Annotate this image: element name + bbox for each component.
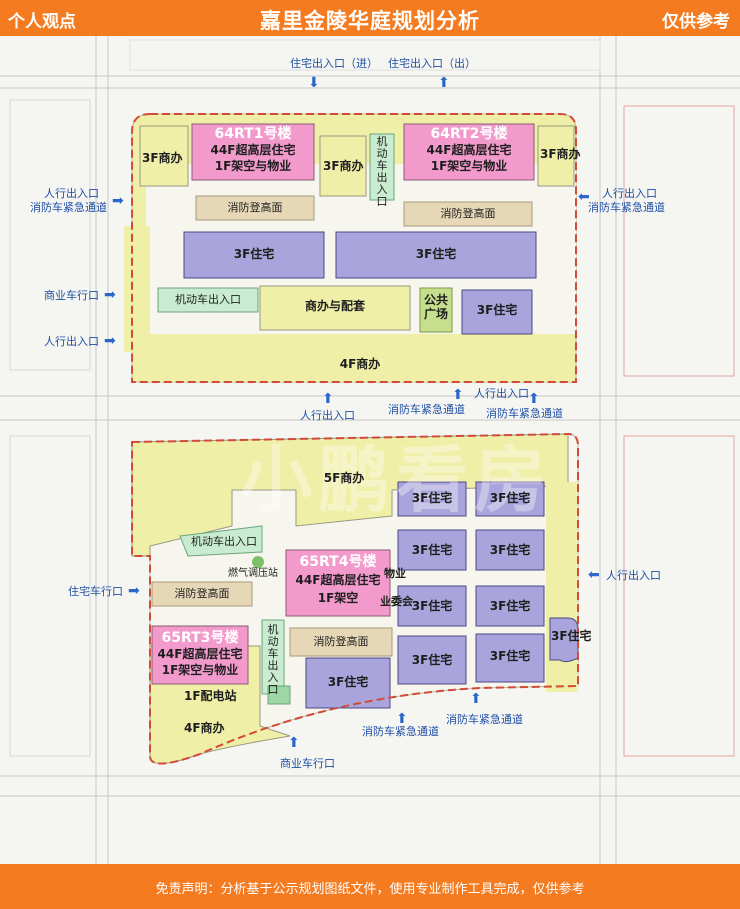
label-fire-mid2: 消防车紧急通道 [486,407,563,420]
label-south-res-bottom: 3F住宅 [327,675,369,689]
label-north-comm-bottom: 4F商办 [339,357,381,371]
label-res-grid-7: 3F住宅 [411,653,453,667]
label-fire-s2: 消防车紧急通道 [362,725,439,738]
label-res-corner: 3F住宅 [551,629,592,643]
label-commerce-support: 商办与配套 [304,299,365,313]
label-comm-left: 3F商办 [142,151,183,165]
label-south-vehicle-entrance: 机动车出入口 [191,535,257,548]
footer-bar: 免责声明：分析基于公示规划图纸文件，使用专业制作工具完成，仅供参考 [0,864,740,909]
tower2-line1: 44F超高层住宅 [426,143,512,157]
tower1-line1: 44F超高层住宅 [210,143,296,157]
label-comm-exit-left: 商业车行口 [44,289,99,302]
label-ped-right-s: 人行出入口 [606,569,661,582]
arrow-up-icon: ⬆ [528,391,540,407]
label-south-vehicle-gate: 机动车出入口 [267,623,279,696]
label-south-fire-left: 消防登高面 [174,587,230,600]
arrow-up-icon: ⬆ [438,75,450,91]
tower1-line2: 1F架空与物业 [214,159,292,173]
header-left-label: 个人观点 [8,12,76,32]
label-north-res-mid: 3F住宅 [415,247,457,261]
label-owners-committee: 业委会 [380,595,413,608]
arrow-right-icon: ➡ [104,287,116,303]
site-plan-drawing [0,36,740,864]
arrow-right-icon: ➡ [112,193,124,209]
label-res-grid-4: 3F住宅 [489,543,531,557]
label-north-fire-left: 消防登高面 [227,201,283,214]
arrow-up-icon: ⬆ [322,391,334,407]
label-fire-mid: 消防车紧急通道 [388,403,465,416]
label-ped-left: 人行出入口 [44,187,99,200]
label-south-fire-mid: 消防登高面 [313,635,369,648]
tower4-line2: 1F架空 [317,591,359,605]
arrow-up-icon: ⬆ [452,387,464,403]
tower3-line1: 44F超高层住宅 [157,647,243,661]
label-res-grid-8: 3F住宅 [489,649,531,663]
label-res-grid-1: 3F住宅 [411,491,453,505]
label-power-station: 1F配电站 [184,689,237,703]
tower3-line2: 1F架空与物业 [161,663,239,677]
site-plan: 小鹏看房 3F商办 3F商办 3F商办 64RT1号楼 44F超高层住宅 1F架… [0,36,740,864]
label-comm-right: 3F商办 [540,147,581,161]
arrow-up-icon: ⬆ [470,691,482,707]
label-res-out: 住宅出入口（出） [388,57,476,70]
watermark: 小鹏看房 [240,438,553,522]
label-res-grid-5: 3F住宅 [411,599,453,613]
label-res-exit: 住宅车行口 [68,585,123,598]
page-title: 嘉里金陵华庭规划分析 [260,9,480,33]
label-res-in: 住宅出入口（进） [290,57,378,70]
label-north-vehicle-gate: 机动车出入口 [376,135,388,208]
header-bar: 个人观点 嘉里金陵华庭规划分析 仅供参考 [0,0,740,36]
arrow-left-icon: ⬅ [588,567,600,583]
tower1-title: 64RT1号楼 [214,126,292,142]
tower4-line1: 44F超高层住宅 [295,573,381,587]
arrow-right-icon: ➡ [104,333,116,349]
label-south-comm-top: 5F商办 [323,471,365,485]
arrow-down-icon: ⬇ [308,75,320,91]
arrow-right-icon: ➡ [128,583,140,599]
tower2-title: 64RT2号楼 [430,126,508,142]
arrow-left-icon: ⬅ [578,189,590,205]
label-res-grid-2: 3F住宅 [489,491,531,505]
label-gas-station: 燃气调压站 [228,568,278,579]
label-north-vehicle-entrance: 机动车出入口 [175,293,241,306]
tower2-line2: 1F架空与物业 [430,159,508,173]
label-fire-right: 消防车紧急通道 [588,201,665,214]
label-res-grid-3: 3F住宅 [411,543,453,557]
label-south-comm-bottom: 4F商办 [184,721,225,735]
label-res-grid-6: 3F住宅 [489,599,531,613]
label-north-res-small: 3F住宅 [476,303,518,317]
label-fire-s1: 消防车紧急通道 [446,713,523,726]
disclaimer-text: 免责声明：分析基于公示规划图纸文件，使用专业制作工具完成，仅供参考 [155,882,585,897]
label-fire-left: 消防车紧急通道 [30,201,107,214]
tower3-title: 65RT3号楼 [161,630,239,646]
label-north-res-left: 3F住宅 [233,247,275,261]
arrow-up-icon: ⬆ [288,735,300,751]
label-comm-exit-s: 商业车行口 [280,757,335,770]
label-ped-mid2: 人行出入口 [474,387,529,400]
arrow-up-icon: ⬆ [396,711,408,727]
label-comm-mid: 3F商办 [323,159,364,173]
label-property: 物业 [384,567,406,580]
label-north-fire-right: 消防登高面 [440,207,496,220]
tower4-title: 65RT4号楼 [299,554,377,570]
road-lines [0,36,740,864]
label-ped-mid: 人行出入口 [300,409,355,422]
label-ped-left2: 人行出入口 [44,335,99,348]
label-plaza: 公共广场 [423,293,448,321]
header-right-label: 仅供参考 [662,12,730,32]
label-ped-right: 人行出入口 [602,187,657,200]
